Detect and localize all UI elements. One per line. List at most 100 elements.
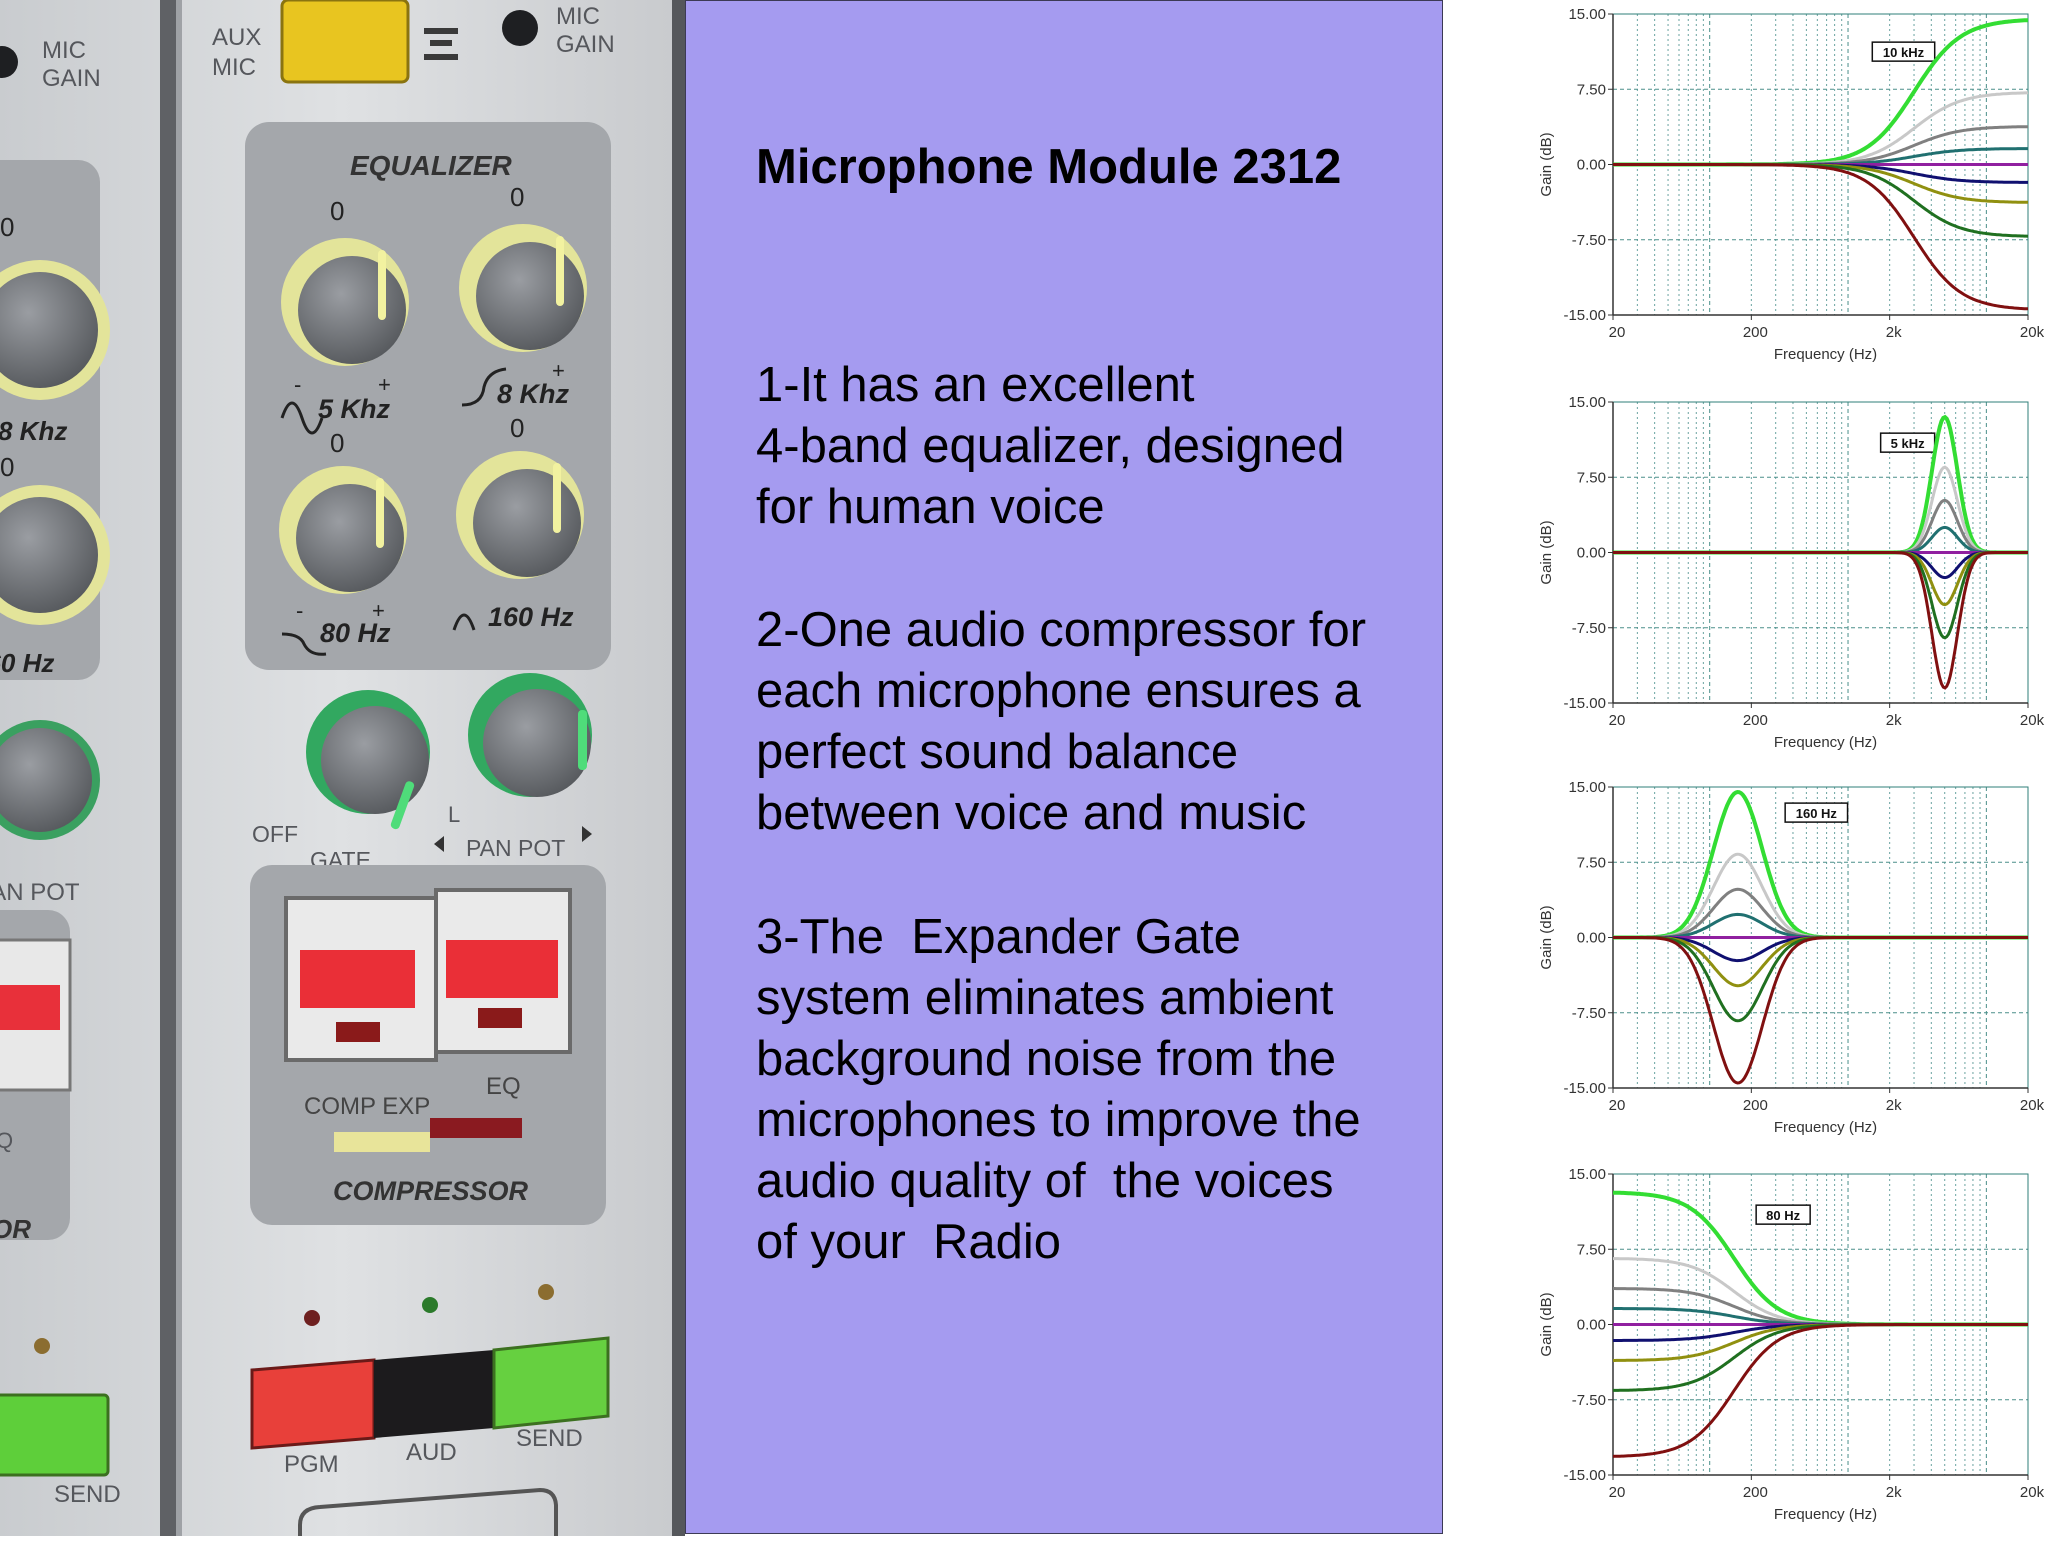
led — [34, 1338, 50, 1354]
chart-series-line — [1613, 551, 2028, 690]
eq-knob-5khz[interactable] — [298, 256, 406, 364]
chart-x-axis-label: Frequency (Hz) — [1774, 1506, 1877, 1523]
knob-160hz-label: 160 Hz — [488, 602, 574, 632]
knob-indicator — [390, 781, 415, 830]
chart-label: 160 Hz — [1796, 806, 1838, 821]
off-label: OFF — [252, 821, 298, 847]
mic-gain-right-label-2: GAIN — [556, 31, 615, 58]
chart-label-box — [1755, 1204, 1811, 1225]
chart-series-line — [1612, 1323, 2028, 1458]
comp-meter-lamp — [336, 1022, 380, 1042]
gate-knob[interactable] — [321, 706, 429, 814]
chart-label: 80 Hz — [1766, 1208, 1800, 1223]
chart-series-line — [1613, 125, 2028, 166]
chart-y-tick-label: 0.00 — [1577, 930, 1606, 947]
chart-x-tick-label: 20 — [1609, 1097, 1626, 1114]
chart-x-tick-label: 20 — [1609, 324, 1626, 341]
switch-mark — [424, 54, 458, 60]
chart-y-tick-label: -7.50 — [1572, 232, 1606, 249]
mic-gain-right-label-1: MIC — [556, 3, 600, 30]
send-button[interactable] — [492, 1336, 610, 1430]
switch-mark — [424, 28, 458, 34]
chart-y-tick-label: -15.00 — [1563, 307, 1606, 324]
eq-knobs: 0 0 0 0 + + + - - 5 Khz 8 Khz 80 Hz 160 … — [279, 182, 587, 656]
knob-indicator — [578, 710, 587, 770]
eq-knob-8khz[interactable] — [476, 242, 584, 350]
panel-edge — [672, 0, 685, 1536]
arrow-right-icon — [582, 826, 592, 842]
strip-divider — [160, 0, 176, 1536]
chart-x-tick-label: 2k — [1886, 1484, 1902, 1501]
knob-minus: - — [296, 598, 303, 623]
strip-divider-edge — [176, 0, 182, 1536]
eq-label: EQ — [486, 1073, 521, 1100]
pgm-button[interactable] — [250, 1358, 376, 1450]
knob-80hz-label: 80 Hz — [320, 618, 391, 648]
aux-mic-button[interactable] — [280, 0, 410, 84]
arrow-left-icon — [434, 836, 444, 852]
chart-x-tick-label: 200 — [1743, 1097, 1768, 1114]
mic-gain-left-label-1: MIC — [42, 37, 86, 64]
chart-label-box — [1871, 41, 1936, 62]
chart-series-line — [1613, 936, 2028, 1085]
mic-gain-left-label-2: GAIN — [42, 65, 101, 92]
led — [422, 1297, 438, 1313]
eq-knob-80hz[interactable] — [296, 484, 404, 592]
chart-series-line — [1613, 163, 2028, 204]
comp-exp-label: COMP EXP — [304, 1093, 430, 1120]
chart-y-tick-label: 15.00 — [1568, 779, 1606, 796]
left-hz-label: 160 Hz — [0, 648, 54, 678]
aud-button[interactable] — [374, 1350, 494, 1438]
eq-indicator — [430, 1118, 522, 1138]
led — [538, 1284, 554, 1300]
left-meter — [0, 985, 60, 1030]
knob-8khz-label: 8 Khz — [497, 379, 570, 409]
l-label: L — [448, 802, 460, 827]
chart-label: 5 kHz — [1891, 436, 1925, 451]
chart-series-line — [1613, 936, 2028, 988]
led-hole — [0, 46, 18, 78]
left-knob[interactable] — [0, 272, 98, 388]
pan-pot-label: PAN POT — [466, 835, 565, 861]
chart-label-box — [1784, 802, 1849, 823]
chart-y-axis-label: Gain (dB) — [1538, 132, 1555, 196]
chart-y-tick-label: -15.00 — [1563, 1080, 1606, 1097]
left-knob[interactable] — [0, 497, 98, 613]
left-pan-knob[interactable] — [0, 728, 92, 832]
chart-y-tick-label: 15.00 — [1568, 1166, 1606, 1183]
chart-x-axis-label: Frequency (Hz) — [1774, 1119, 1877, 1136]
left-send-button[interactable] — [0, 1393, 110, 1477]
chart-y-tick-label: -7.50 — [1572, 620, 1606, 637]
chart-y-tick-label: 7.50 — [1577, 854, 1606, 871]
feature-compressor: 2-One audio compressor for each micropho… — [756, 603, 1367, 840]
chart-x-tick-label: 20k — [2020, 1097, 2045, 1114]
knob-zero: 0 — [510, 413, 524, 443]
pan-pot-knob[interactable] — [483, 689, 591, 797]
filter-shape-icon — [280, 401, 324, 435]
aud-label: AUD — [406, 1439, 457, 1466]
chart-series-line — [1613, 1287, 2028, 1326]
comp-meter — [300, 950, 415, 1008]
chart-y-tick-label: -15.00 — [1563, 695, 1606, 712]
left-send-label: SEND — [54, 1481, 121, 1508]
chart-y-tick-label: 7.50 — [1577, 1241, 1606, 1258]
knob-plus: + — [552, 358, 565, 383]
page-title: Microphone Module 2312 — [756, 140, 1342, 194]
chart-x-tick-label: 200 — [1743, 324, 1768, 341]
chart-x-tick-label: 20k — [2020, 712, 2045, 729]
knob-zero: 0 — [330, 428, 344, 458]
chart-y-tick-label: 15.00 — [1568, 6, 1606, 23]
chart-y-tick-label: 0.00 — [1577, 545, 1606, 562]
feature-equalizer: 1-It has an excellent 4-band equalizer, … — [756, 358, 1345, 534]
knob-plus: + — [372, 598, 385, 623]
equalizer-label: EQUALIZER — [350, 150, 513, 181]
chart-series-line — [1613, 936, 2028, 1023]
knob-indicator — [553, 463, 561, 533]
aux-mic-label-2: MIC — [212, 54, 256, 81]
knob-indicator — [376, 478, 384, 548]
eq-knob-160hz[interactable] — [473, 469, 581, 577]
exp-meter — [446, 940, 558, 998]
left-comp-label: OR — [0, 1214, 31, 1244]
